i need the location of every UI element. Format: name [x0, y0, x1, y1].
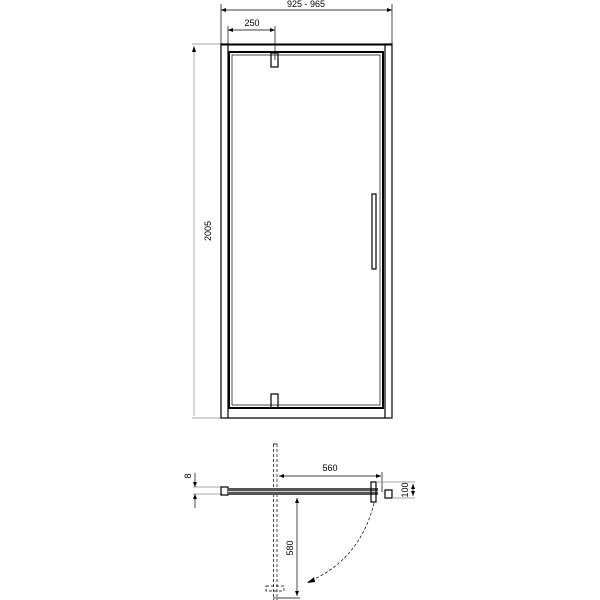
- height-label: 2005: [203, 221, 213, 241]
- left-wall-profile: [220, 486, 229, 496]
- door-handle: [371, 193, 377, 270]
- height-dimension: 2005: [192, 43, 222, 419]
- right-wall-profile: [370, 481, 393, 503]
- profile-depth-label: 100: [400, 482, 410, 497]
- door-leaf-label: 560: [322, 463, 337, 473]
- overall-width-dimension: 925 - 965: [220, 0, 393, 44]
- pivot-axis: [273, 443, 278, 600]
- open-door-ghost-profile: [265, 585, 285, 592]
- profile-depth-dimension: 100: [376, 481, 415, 499]
- door-swing-arc: [307, 502, 375, 583]
- glass-panel-plan: [228, 488, 378, 495]
- glass-thickness-dimension: 8: [183, 473, 222, 508]
- bottom-pivot-hinge: [270, 393, 279, 409]
- top-pivot-hinge: [270, 52, 279, 68]
- pivot-offset-dimension: 250: [227, 18, 276, 60]
- pivot-offset-label: 250: [244, 18, 259, 28]
- swing-depth-dimension: 580: [273, 498, 300, 599]
- plan-view: 8 560 100 580: [183, 443, 415, 600]
- swing-arrow-icon: [307, 577, 315, 583]
- elevation-view: 925 - 965 250 2005: [192, 0, 393, 419]
- swing-depth-label: 580: [285, 540, 295, 555]
- door-frame: [220, 43, 393, 419]
- glass-thickness-label: 8: [183, 473, 193, 478]
- door-leaf-dimension: 560: [279, 463, 383, 492]
- overall-width-label: 925 - 965: [287, 0, 325, 9]
- door-leaf: [228, 51, 384, 409]
